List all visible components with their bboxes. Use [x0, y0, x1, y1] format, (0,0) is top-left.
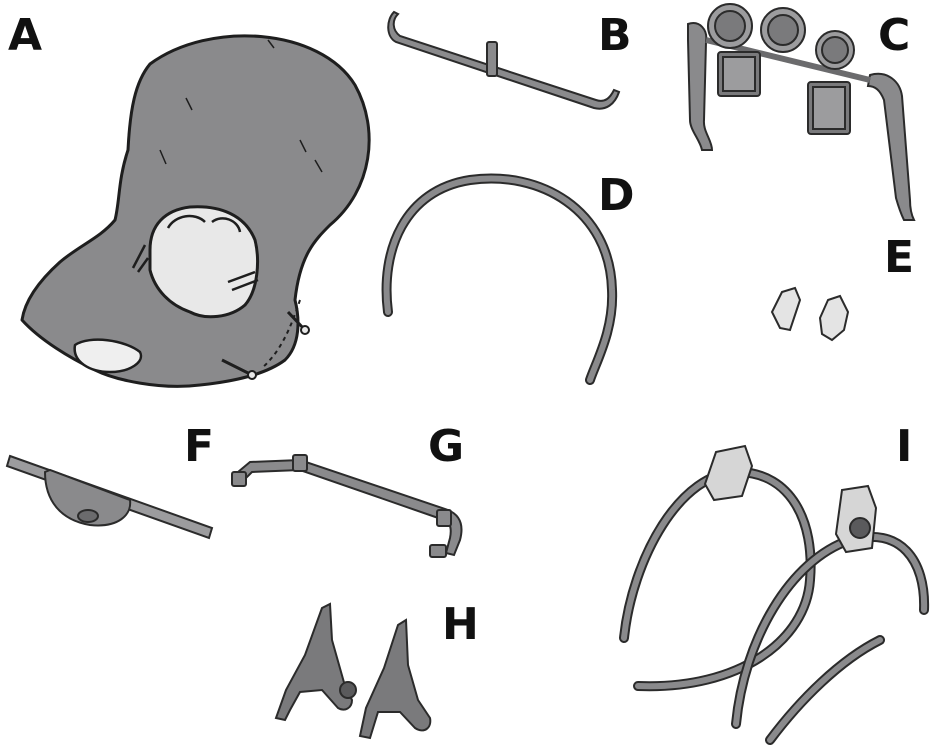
part-label-b: B	[598, 14, 631, 58]
part-label-a: A	[8, 14, 41, 58]
part-b-seat-frame-bar	[388, 12, 619, 109]
part-h-brackets	[276, 604, 430, 738]
part-label-c: C	[878, 14, 909, 58]
part-d-u-tube	[387, 178, 613, 380]
part-label-f: F	[184, 425, 213, 469]
part-label-g: G	[428, 425, 463, 469]
part-label-e: E	[884, 236, 913, 280]
part-a-seat-pad	[22, 36, 369, 386]
part-label-h: H	[442, 603, 478, 647]
part-i-curved-legs	[624, 446, 924, 740]
part-e-clips	[772, 288, 848, 340]
part-label-d: D	[598, 174, 634, 218]
part-label-i: I	[896, 425, 911, 469]
part-f-crossbar	[7, 456, 212, 538]
